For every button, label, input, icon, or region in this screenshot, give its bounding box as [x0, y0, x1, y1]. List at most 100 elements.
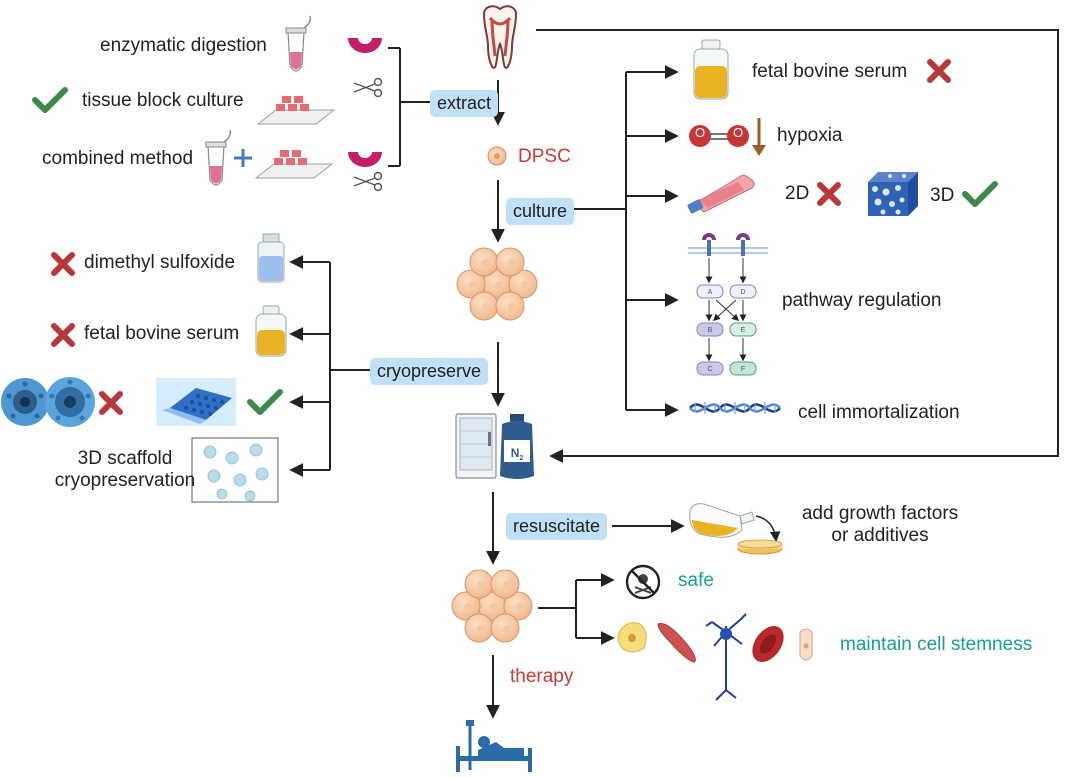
cell-nucleus [469, 281, 477, 289]
step-culture: culture [506, 198, 575, 225]
cell-nucleus [482, 303, 490, 311]
cell-cluster-icon [456, 247, 538, 321]
serum-bottle-icon [255, 305, 287, 357]
label-tissue-block-culture: tissue block culture [82, 90, 244, 111]
check-icon [247, 389, 283, 415]
cell-nucleus [521, 281, 529, 289]
label-scaffold-line2: cryopreservation [54, 469, 196, 491]
cross-icon [51, 323, 75, 347]
label-scaffold-line1: 3D scaffold [77, 448, 173, 469]
label-fetal-bovine-serum-cryo: fetal bovine serum [84, 323, 240, 344]
label-therapy: therapy [510, 666, 574, 687]
cell-nucleus [503, 625, 511, 633]
label-3d: 3D [930, 185, 955, 206]
label-growth-factors: add growth factors or additives [780, 503, 980, 547]
label-growth-line2: or additives [831, 524, 929, 546]
cryo-container-icon [1, 377, 95, 427]
label-dpsc: DPSC [518, 146, 571, 167]
label-growth-line1: add growth factors [801, 503, 959, 524]
pathway-label-a: A [708, 289, 713, 296]
dna-icon [689, 402, 781, 414]
n2-label: N2 [511, 446, 524, 462]
oxygen-molecule-icon [689, 125, 749, 147]
receptor-icon [702, 233, 750, 256]
label-dimethyl-sulfoxide: dimethyl sulfoxide [84, 252, 236, 273]
tissue-block-icon [256, 96, 336, 125]
down-arrow-icon [752, 118, 766, 156]
scaffold-3d-icon [868, 172, 918, 216]
cross-icon [817, 182, 841, 206]
pathway-label-b: B [708, 327, 713, 334]
freezer-icon [455, 413, 497, 479]
flask-icon [687, 174, 755, 214]
pathway-label-f: F [741, 366, 745, 373]
step-resuscitate: resuscitate [506, 513, 608, 540]
cell-cluster-icon [451, 569, 533, 643]
pathway-node-f [729, 361, 757, 376]
nitrogen-tank-icon: N2 [500, 414, 534, 479]
patient-bed-icon [456, 720, 532, 772]
cell-icon [487, 146, 507, 166]
tube-icon [285, 15, 312, 72]
cell-nucleus [508, 303, 516, 311]
cell-nucleus [477, 581, 485, 589]
scissors-icon [353, 171, 383, 192]
pathway-node-d [729, 284, 757, 299]
check-icon [32, 87, 68, 113]
cell-nucleus [508, 259, 516, 267]
cross-icon [51, 252, 75, 276]
cell-nucleus [503, 581, 511, 589]
label-cell-immortalization: cell immortalization [798, 402, 960, 423]
pathway-label-d: D [740, 289, 745, 296]
label-combined-method: combined method [42, 148, 194, 169]
cryo-box-icon [156, 378, 236, 426]
pour-arrow [755, 515, 781, 543]
plus-icon [234, 149, 252, 167]
pathway-node-b [696, 322, 724, 337]
vial-icon [257, 233, 285, 283]
cross-icon [927, 59, 951, 83]
label-pathway-regulation: pathway regulation [782, 290, 942, 311]
check-icon [962, 181, 998, 207]
label-maintain-cell-stemness: maintain cell stemness [840, 634, 1033, 655]
pour-flask-icon [689, 503, 755, 538]
scissors-icon [353, 77, 383, 98]
cell-nucleus [516, 603, 524, 611]
pathway-node-e [729, 322, 757, 337]
connectors [289, 29, 1059, 719]
cell-nucleus [464, 603, 472, 611]
pathway-node-a [696, 284, 724, 299]
label-enzymatic-digestion: enzymatic digestion [100, 35, 267, 56]
pathway-node-c [696, 361, 724, 376]
dish-icon [737, 539, 783, 555]
label-3d-scaffold-cryopreservation: 3D scaffold cryopreservation [50, 448, 200, 492]
cell-nucleus [477, 625, 485, 633]
label-safe: safe [678, 570, 714, 591]
o2-left-label: O [695, 125, 706, 140]
step-extract: extract [430, 90, 499, 117]
no-toxic-icon [625, 564, 661, 600]
label-fetal-bovine-serum-culture: fetal bovine serum [752, 61, 908, 82]
direct-storage-line [536, 29, 1059, 463]
cell-nucleus [495, 281, 503, 289]
enzyme-icon [348, 38, 382, 53]
serum-bottle-icon [693, 39, 729, 100]
cells-types-icon [617, 613, 813, 701]
pathway-label-c: C [707, 366, 712, 373]
pathway-icon: A D B E C F [688, 233, 768, 376]
cell-nucleus [490, 603, 498, 611]
o2-right-label: O [733, 125, 744, 140]
label-2d: 2D [785, 183, 810, 204]
label-hypoxia: hypoxia [777, 125, 843, 146]
tube-icon [205, 129, 232, 186]
cross-icon [99, 391, 123, 415]
scaffold-plate-icon [191, 437, 279, 503]
step-cryopreserve: cryopreserve [370, 358, 489, 385]
cell-nucleus [482, 259, 490, 267]
enzyme-icon [348, 152, 382, 167]
tooth-icon [482, 5, 518, 70]
tissue-block-icon [254, 150, 334, 179]
pathway-label-e: E [741, 327, 746, 334]
